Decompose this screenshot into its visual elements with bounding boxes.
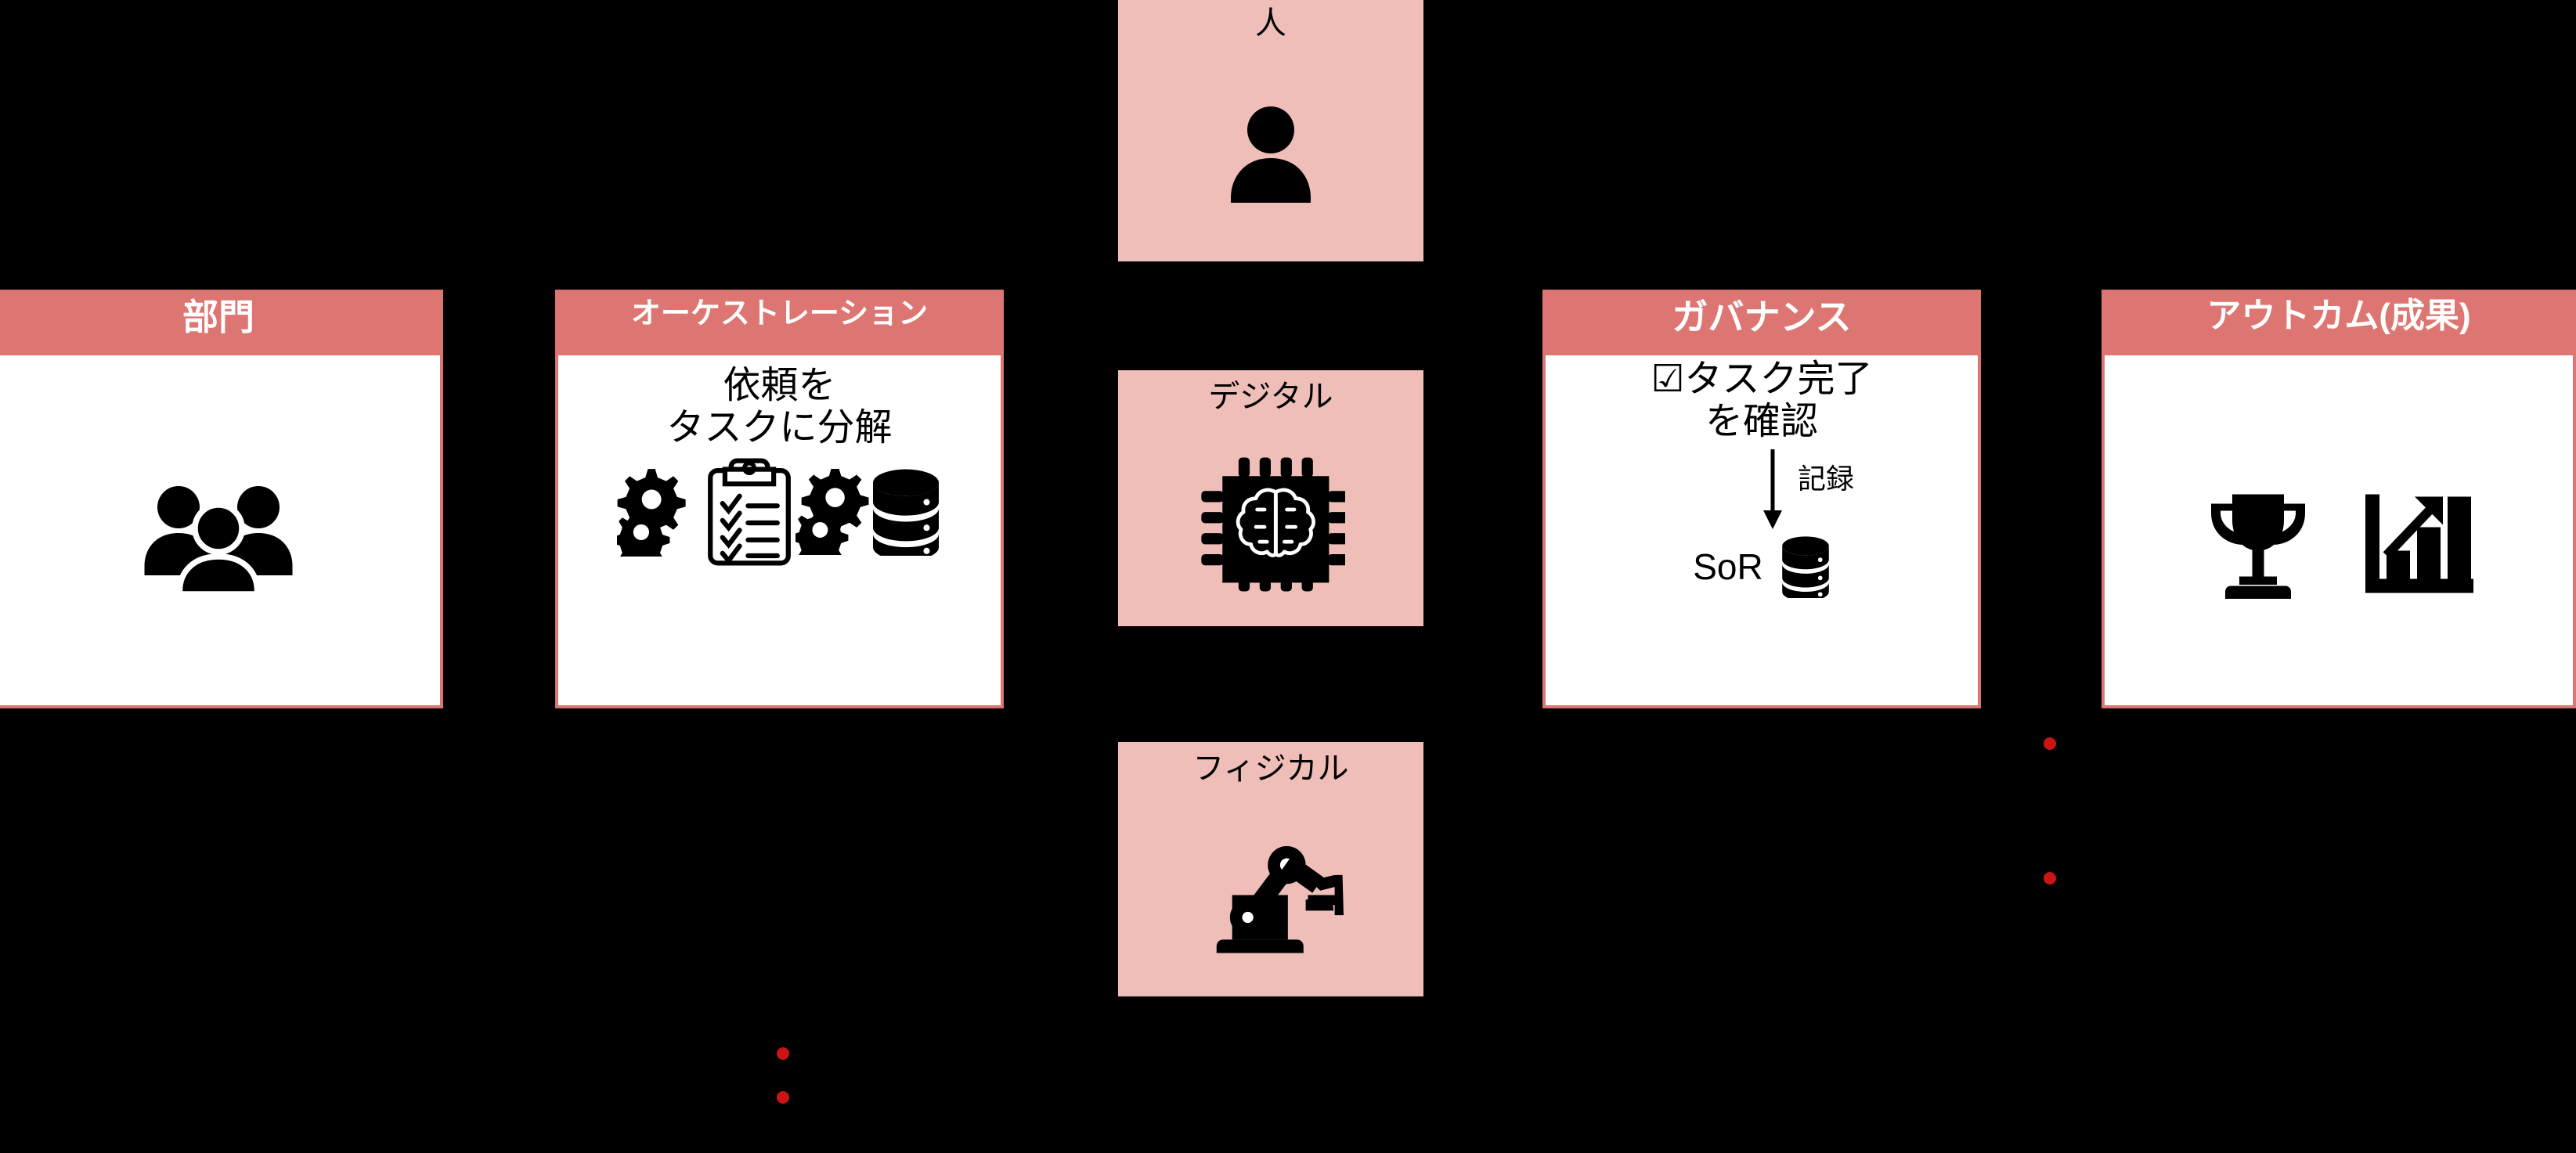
governance-record-flow: 記録 <box>1546 448 1978 534</box>
outcome-icon-row <box>2199 489 2478 603</box>
card-governance-text: ☑タスク完了 を確認 <box>1651 359 1873 442</box>
card-department[interactable]: 部門 <box>0 290 443 708</box>
card-department-body <box>0 355 440 705</box>
card-orchestration-body: 依頼を タスクに分解 <box>558 355 1001 705</box>
database-icon <box>873 469 939 556</box>
gears-icon <box>617 469 686 557</box>
governance-arrow-label: 記録 <box>1798 462 1855 495</box>
marker-dot <box>2044 872 2056 885</box>
card-outcome[interactable]: アウトカム(成果) <box>2102 290 2576 708</box>
tile-physical[interactable]: フィジカル <box>1118 742 1423 996</box>
clipboard-checklist-icon <box>708 458 791 565</box>
orchestration-icon-row <box>617 457 942 567</box>
trophy-icon <box>2211 494 2305 599</box>
tile-digital-title: デジタル <box>1208 380 1333 414</box>
tile-human[interactable]: 人 <box>1118 0 1423 261</box>
marker-dot <box>777 1091 789 1104</box>
tile-human-title: 人 <box>1255 6 1286 41</box>
marker-dot <box>777 1047 789 1060</box>
cpu-brain-icon <box>1118 422 1423 626</box>
person-icon <box>1118 45 1423 261</box>
card-outcome-body <box>2105 355 2573 705</box>
card-governance-title: ガバナンス <box>1546 293 1978 355</box>
database-icon <box>1781 535 1829 598</box>
card-orchestration-text: 依頼を タスクに分解 <box>666 365 893 449</box>
card-governance[interactable]: ガバナンス ☑タスク完了 を確認 記録 SoR <box>1542 290 1981 708</box>
card-outcome-title: アウトカム(成果) <box>2105 293 2573 355</box>
marker-dot <box>2044 737 2056 750</box>
governance-sor-row: SoR <box>1693 535 1830 598</box>
gears-icon <box>796 468 869 555</box>
card-governance-body: ☑タスク完了 を確認 記録 SoR <box>1546 355 1978 705</box>
three-people-icon <box>136 477 301 594</box>
down-arrow-icon <box>1763 449 1782 529</box>
tile-digital[interactable]: デジタル <box>1118 370 1423 626</box>
bar-chart-growth-icon <box>2365 494 2473 593</box>
tile-physical-title: フィジカル <box>1192 751 1349 786</box>
card-department-title: 部門 <box>0 293 440 355</box>
card-orchestration[interactable]: オーケストレーション 依頼を タスクに分解 <box>555 290 1004 708</box>
governance-sor-label: SoR <box>1693 546 1763 587</box>
card-orchestration-title: オーケストレーション <box>558 293 1001 355</box>
robot-arm-icon <box>1118 794 1423 996</box>
